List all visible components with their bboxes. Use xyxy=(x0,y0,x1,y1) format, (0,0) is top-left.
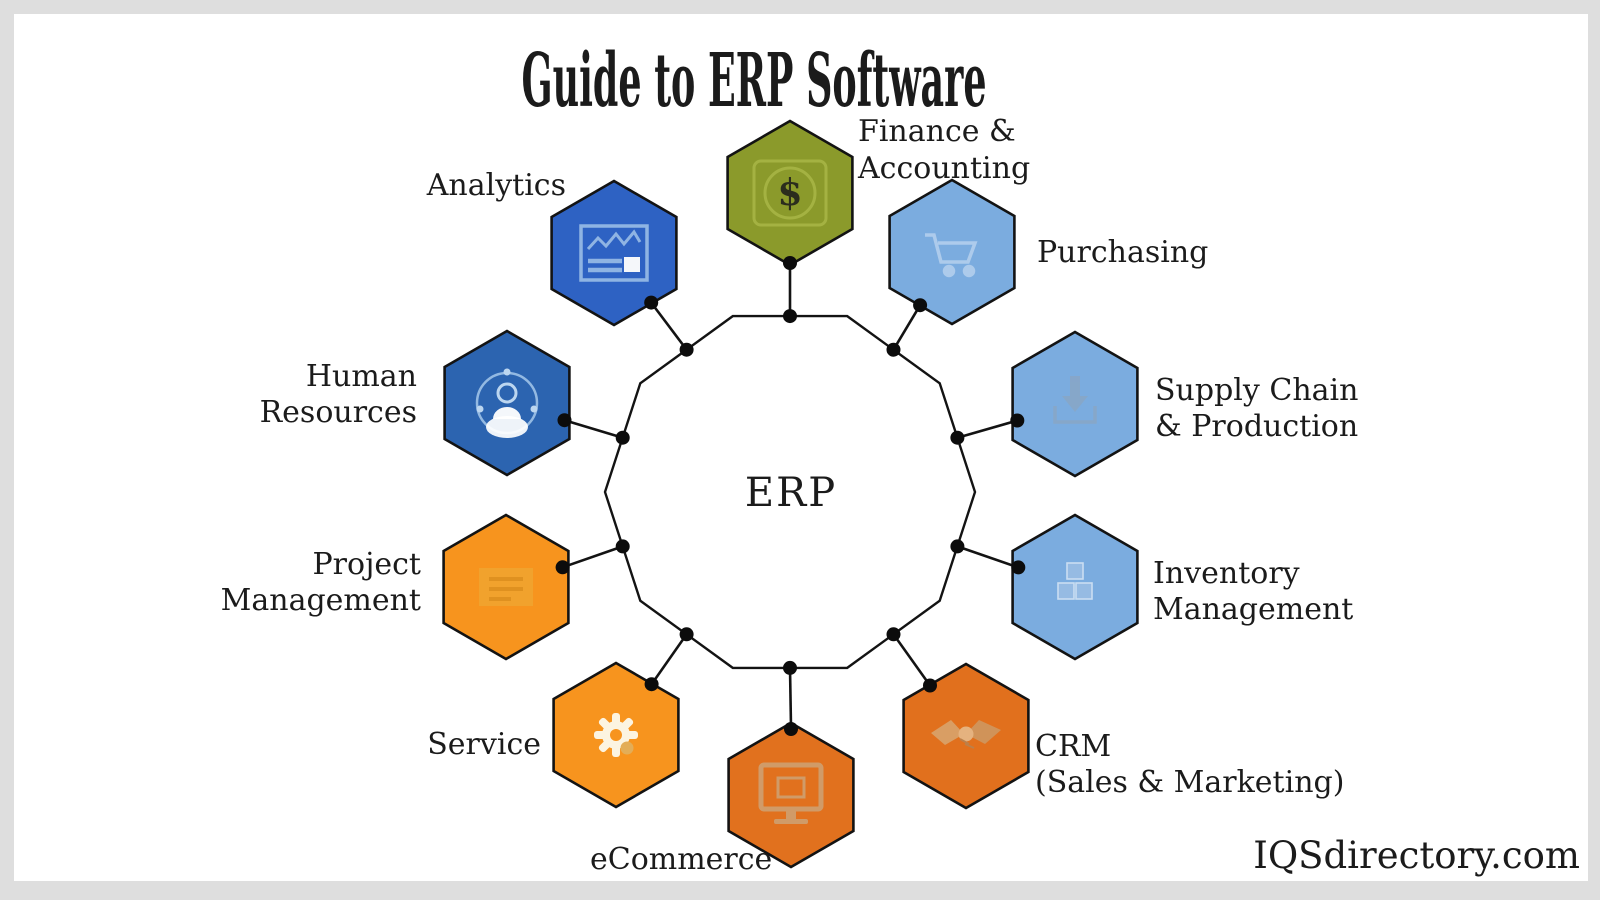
module-inventory xyxy=(1011,513,1139,661)
monitor-icon xyxy=(758,762,824,824)
handshake-icon xyxy=(931,720,1001,749)
supply-chain-link-dot xyxy=(1010,413,1025,428)
label-inventory-line1: Inventory xyxy=(1153,556,1300,591)
label-purchasing: Purchasing xyxy=(1037,235,1208,270)
dollar-coin-icon: $ xyxy=(752,159,828,227)
decagon-node-dots xyxy=(615,309,965,675)
connector-analytics xyxy=(650,301,688,351)
label-analytics: Analytics xyxy=(426,168,566,203)
stacked-boxes-icon xyxy=(1057,562,1093,600)
label-project-line2: Management xyxy=(221,583,421,618)
connector-purchasing xyxy=(892,304,922,351)
chart-board-icon xyxy=(579,224,649,282)
crm-link-dot xyxy=(923,678,937,693)
person-network-icon xyxy=(475,368,539,438)
module-purchasing xyxy=(888,178,1016,326)
ecommerce-hexagon xyxy=(727,721,855,869)
ecommerce-link-dot xyxy=(784,722,798,736)
label-crm-line2: (Sales & Marketing) xyxy=(1035,765,1344,800)
service-link-dot xyxy=(644,677,659,692)
label-supply-line1: Supply Chain xyxy=(1155,373,1358,408)
label-project-line1: Project xyxy=(312,547,421,582)
analytics-link-dot xyxy=(644,295,659,310)
connector-inventory xyxy=(956,545,1019,569)
task-list-icon xyxy=(479,568,533,606)
shopping-cart-icon xyxy=(925,233,978,278)
inventory-link-dot xyxy=(1011,560,1026,575)
erp-decagon xyxy=(603,314,977,670)
connector-supply-chain xyxy=(957,419,1018,439)
label-finance-line2: Accounting xyxy=(857,151,1030,186)
module-finance-accounting: $ xyxy=(726,119,854,267)
module-crm xyxy=(902,662,1030,810)
module-labels: Finance & Accounting Purchasing Supply C… xyxy=(221,114,1359,877)
module-analytics xyxy=(550,179,678,327)
hr-link-dot xyxy=(557,413,572,428)
purchasing-link-dot xyxy=(913,298,928,313)
inventory-hexagon xyxy=(1011,513,1139,661)
label-hr-line2: Resources xyxy=(260,395,417,430)
module-human-resources xyxy=(443,329,571,477)
module-service xyxy=(552,661,680,809)
project-link-dot xyxy=(555,560,570,575)
finance-link-dot xyxy=(783,256,797,270)
connector-crm xyxy=(892,633,932,687)
purchasing-hexagon xyxy=(888,178,1016,326)
connector-project xyxy=(562,545,624,569)
label-finance-line1: Finance & xyxy=(858,114,1016,149)
gear-wrench-icon xyxy=(594,713,638,757)
module-ecommerce xyxy=(727,721,855,869)
label-supply-line2: & Production xyxy=(1155,409,1358,444)
connector-hr xyxy=(564,418,624,439)
label-ecommerce: eCommerce xyxy=(590,842,772,877)
module-supply-chain xyxy=(1011,330,1139,478)
connector-lines xyxy=(562,265,1019,728)
page-title: Guide to ERP Software xyxy=(522,38,987,124)
erp-center-label: ERP xyxy=(745,470,837,516)
label-inventory-line2: Management xyxy=(1153,592,1353,627)
label-service: Service xyxy=(427,727,541,762)
watermark: IQSdirectory.com xyxy=(1253,834,1580,877)
analytics-hexagon xyxy=(550,179,678,327)
connector-ecommerce xyxy=(788,667,793,728)
module-project-management xyxy=(442,513,570,661)
dollar-glyph: $ xyxy=(777,172,802,214)
connector-service xyxy=(650,633,688,685)
conveyor-arrow-icon xyxy=(1053,376,1097,424)
label-hr-line1: Human xyxy=(306,359,417,394)
label-crm-line1: CRM xyxy=(1035,729,1111,764)
